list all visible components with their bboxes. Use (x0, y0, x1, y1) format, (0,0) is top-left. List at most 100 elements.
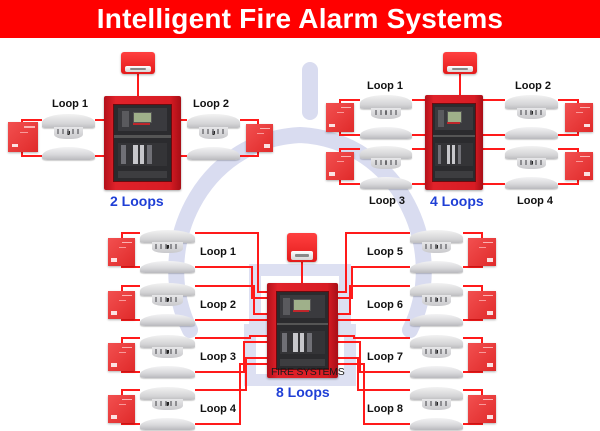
monitor-module-icon (468, 395, 496, 423)
loop3-wire (339, 148, 360, 152)
monitor-module-icon (108, 395, 135, 423)
loop2-wire (240, 152, 259, 157)
loop7-wire (463, 337, 483, 343)
loop6-wire (463, 285, 483, 291)
monitor-module-icon (468, 238, 496, 266)
detector-base-icon (140, 366, 195, 378)
page-title: Intelligent Fire Alarm Systems (96, 3, 504, 34)
loop-count-label: 2 Loops (110, 193, 164, 209)
loop3-wire (195, 335, 267, 339)
loop2-wire (121, 319, 140, 321)
loop-count-label: 8 Loops (276, 384, 330, 400)
detector-base-icon (360, 127, 412, 139)
loop1-wire (195, 232, 267, 293)
loop-label: Loop 7 (367, 351, 404, 363)
detector-base-icon (410, 418, 463, 430)
smoke-detector-icon (140, 283, 195, 307)
loop8-wire (338, 363, 410, 425)
loop-label: Loop 4 (200, 403, 237, 415)
monitor-module-icon (108, 291, 135, 319)
loop-label: Loop 1 (200, 246, 237, 258)
smoke-detector-icon (42, 114, 95, 140)
monitor-module-icon (326, 152, 354, 180)
horn-strobe-icon (287, 233, 317, 262)
smoke-detector-icon (410, 335, 463, 359)
monitor-module-icon (8, 122, 38, 152)
loop5-wire (463, 266, 483, 268)
loop2-wire (240, 119, 259, 124)
loop-count-label: 4 Loops (430, 193, 484, 209)
loop-label: Loop 2 (200, 299, 237, 311)
fire-alarm-control-panel-icon (425, 95, 483, 190)
loop-label: Loop 4 (517, 195, 554, 207)
horn-strobe-icon (121, 52, 155, 74)
loop8-wire (463, 423, 483, 425)
loop1-wire (339, 99, 360, 104)
loop5-wire (338, 232, 410, 293)
loop1-wire (121, 232, 140, 238)
loop3-wire (121, 371, 140, 373)
monitor-module-icon (468, 291, 496, 319)
detector-base-icon (187, 147, 240, 160)
loop4-wire (121, 389, 140, 395)
smoke-detector-icon (140, 230, 195, 254)
fire-alarm-control-panel-icon (267, 283, 338, 378)
loop7-wire (338, 341, 410, 373)
detector-base-icon (140, 418, 195, 430)
loop-label: Loop 3 (369, 195, 406, 207)
loop3-wire (195, 341, 267, 373)
loop1-wire (21, 152, 42, 157)
loop-label: Loop 8 (367, 403, 404, 415)
loop4-wire (195, 363, 267, 425)
fire-alarm-control-panel-icon (104, 96, 181, 190)
loop4-wire (558, 178, 579, 185)
detector-base-icon (360, 177, 412, 189)
smoke-detector-icon (187, 114, 240, 140)
detector-base-icon (505, 177, 558, 189)
detector-base-icon (410, 366, 463, 378)
loop3-wire (339, 178, 360, 185)
loop5-wire (338, 266, 410, 299)
detector-base-icon (410, 314, 463, 326)
loop7-wire (463, 371, 483, 373)
loop1-wire (195, 266, 267, 299)
smoke-detector-icon (140, 387, 195, 411)
loop-label: Loop 1 (367, 80, 404, 92)
smoke-detector-icon (140, 335, 195, 359)
detector-base-icon (42, 147, 95, 160)
loop-label: Loop 3 (200, 351, 237, 363)
loop2-wire (195, 285, 267, 315)
loop6-wire (338, 285, 410, 315)
loop-label: Loop 2 (193, 98, 230, 110)
loop3-wire (121, 337, 140, 343)
loop-label: Loop 6 (367, 299, 404, 311)
detector-base-icon (410, 261, 463, 273)
loop7-wire (338, 335, 410, 339)
loop4-wire (195, 357, 267, 391)
monitor-module-icon (326, 103, 354, 132)
smoke-detector-icon (360, 95, 412, 120)
header-banner: Intelligent Fire Alarm Systems (0, 0, 600, 38)
loop-label: Loop 5 (367, 246, 404, 258)
loop-label: Loop 2 (515, 80, 552, 92)
loop6-wire (463, 319, 483, 321)
brand-label: FIRE SYSTEMS (271, 366, 345, 378)
monitor-module-icon (565, 152, 593, 180)
smoke-detector-icon (505, 95, 558, 120)
detector-base-icon (140, 261, 195, 273)
monitor-module-icon (108, 343, 135, 371)
loop2-wire (558, 99, 579, 104)
monitor-module-icon (565, 103, 593, 132)
loop5-wire (463, 232, 483, 238)
loop4-wire (121, 423, 140, 425)
smoke-detector-icon (410, 230, 463, 254)
smoke-detector-icon (410, 387, 463, 411)
horn-strobe-icon (443, 52, 477, 74)
monitor-module-icon (468, 343, 496, 371)
loop-label: Loop 1 (52, 98, 89, 110)
monitor-module-icon (108, 238, 135, 266)
loop1-wire (121, 266, 140, 268)
smoke-detector-icon (410, 283, 463, 307)
detector-base-icon (140, 314, 195, 326)
loop2-wire (121, 285, 140, 291)
